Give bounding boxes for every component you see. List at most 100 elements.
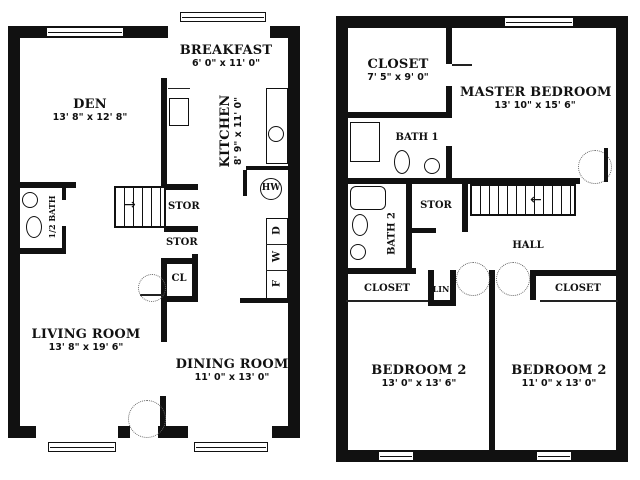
wall <box>8 26 20 438</box>
bay-window <box>180 12 266 22</box>
room-name: DINING ROOM <box>175 357 289 372</box>
bay-window <box>48 442 116 452</box>
wall <box>62 226 66 252</box>
room-master-bedroom: MASTER BEDROOM 13' 10" x 15' 6" <box>460 85 612 112</box>
hall-label: HALL <box>512 240 544 251</box>
door-swing <box>128 400 166 438</box>
toilet-icon <box>394 150 410 174</box>
sink-icon <box>22 192 38 208</box>
bay-window <box>194 442 268 452</box>
room-bedroom-left: BEDROOM 2 13' 0" x 13' 6" <box>356 364 482 390</box>
wall <box>489 270 495 452</box>
closet-door <box>346 300 428 302</box>
room-dimensions: 11' 0" x 13' 0" <box>194 372 270 383</box>
room-name: MASTER BEDROOM <box>460 85 612 100</box>
counter <box>168 88 190 89</box>
wall <box>164 226 198 232</box>
staircase <box>470 184 576 216</box>
room-dimensions: 13' 8" x 12' 8" <box>52 112 128 123</box>
staircase <box>114 186 166 228</box>
storage-label: STOR <box>166 237 198 248</box>
wall <box>346 112 450 118</box>
sink-icon <box>424 158 440 174</box>
washer-label: W <box>271 250 283 263</box>
door <box>452 64 472 66</box>
wall <box>18 248 66 254</box>
wall <box>240 298 288 303</box>
dryer-label: D <box>271 226 283 235</box>
room-bedroom-right: BEDROOM 2 11' 0" x 13' 0" <box>502 364 616 390</box>
window <box>46 27 124 37</box>
room-den: DEN 13' 8" x 12' 8" <box>30 98 150 124</box>
divider <box>266 270 288 271</box>
room-name: BEDROOM 2 <box>511 363 607 378</box>
wall <box>161 296 198 302</box>
room-name: CLOSET <box>367 57 429 72</box>
bathtub-icon <box>350 186 386 210</box>
stair-arrow-icon: → <box>124 197 136 213</box>
room-dimensions: 8' 9" x 11' 0" <box>233 96 244 166</box>
room-kitchen: KITCHEN 8' 9" x 11' 0" <box>218 81 245 181</box>
storage-label: STOR <box>420 200 452 211</box>
wall <box>428 270 434 304</box>
window <box>504 17 574 27</box>
fridge-label: F <box>271 279 283 288</box>
wall <box>118 426 130 438</box>
wall <box>616 16 628 462</box>
wall <box>406 184 412 268</box>
half-bath-label: 1/2 BATH <box>47 195 57 239</box>
room-dimensions: 7' 5" x 9' 0" <box>367 72 429 83</box>
wall <box>161 78 167 186</box>
wall <box>243 170 247 196</box>
wall <box>336 16 348 462</box>
wall <box>246 166 288 170</box>
wall <box>450 270 456 306</box>
sink-icon <box>350 244 366 260</box>
shower-icon <box>350 122 380 162</box>
closet-door <box>540 300 618 302</box>
room-dimensions: 11' 0" x 13' 0" <box>521 378 597 389</box>
wall <box>62 188 66 200</box>
wall <box>412 228 436 233</box>
wall <box>288 26 300 438</box>
bath2-label: BATH 2 <box>386 212 398 255</box>
room-dimensions: 6' 0" x 11' 0" <box>191 58 261 69</box>
window <box>378 451 414 461</box>
wall <box>270 26 300 38</box>
door-swing <box>456 262 490 296</box>
wall <box>446 86 452 118</box>
wall <box>164 258 198 264</box>
wall <box>161 302 167 342</box>
room-dining-room: DINING ROOM 11' 0" x 13' 0" <box>174 358 290 384</box>
wall <box>346 178 580 184</box>
wall <box>161 258 167 300</box>
door-swing <box>138 274 166 302</box>
wall <box>446 28 452 64</box>
room-living-room: LIVING ROOM 13' 8" x 19' 6" <box>24 328 148 354</box>
bath1-label: BATH 1 <box>395 132 439 143</box>
wall <box>272 426 300 438</box>
room-name: BREAKFAST <box>179 43 273 58</box>
room-dimensions: 13' 0" x 13' 6" <box>381 378 457 389</box>
room-name: BEDROOM 2 <box>371 363 467 378</box>
storage-label: STOR <box>168 201 200 212</box>
range-icon <box>169 98 189 126</box>
room-dimensions: 13' 8" x 19' 6" <box>48 342 124 353</box>
room-name: DEN <box>73 97 107 112</box>
wall <box>18 182 76 188</box>
linen-label: LIN <box>432 284 450 294</box>
room-name: LIVING ROOM <box>31 327 141 342</box>
water-heater-icon <box>260 178 282 200</box>
sink-icon <box>268 126 284 142</box>
wall <box>604 148 608 182</box>
toilet-icon <box>26 216 42 238</box>
room-closet: CLOSET 7' 5" x 9' 0" <box>354 58 442 84</box>
door-swing <box>496 262 530 296</box>
closet-label: CL <box>171 273 187 284</box>
wall <box>462 182 468 232</box>
room-dimensions: 13' 10" x 15' 6" <box>494 100 576 111</box>
wall <box>530 270 536 300</box>
divider <box>266 244 288 245</box>
window <box>536 451 572 461</box>
wall <box>346 268 416 274</box>
